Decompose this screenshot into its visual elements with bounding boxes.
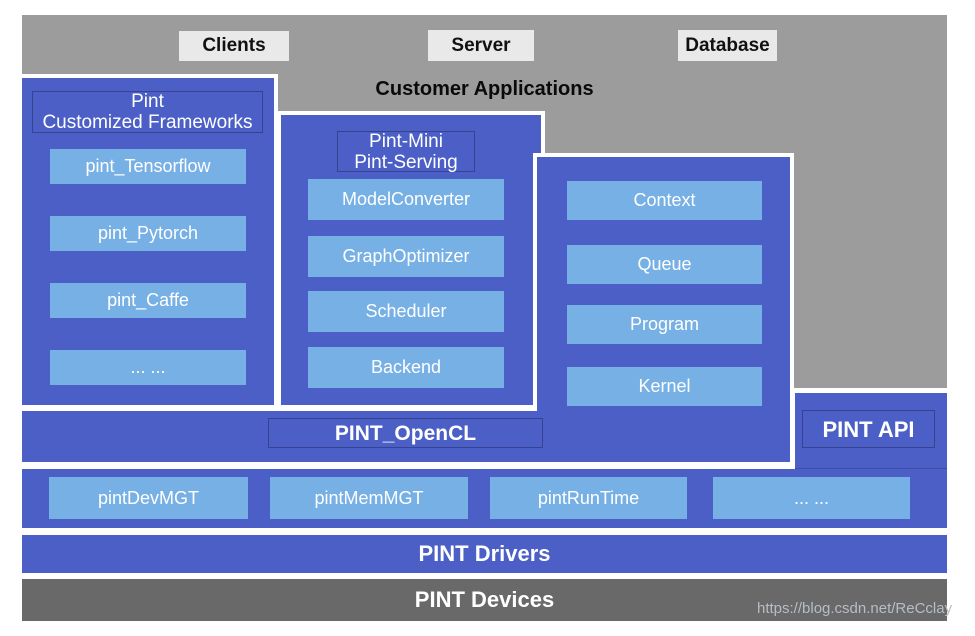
- pint-opencl-label: PINT_OpenCL: [268, 418, 543, 448]
- pint-mini-title-line1: Pint-Mini: [369, 130, 443, 152]
- pint-devices-bar: PINT Devices: [22, 579, 947, 621]
- driver-item-memmgt: pintMemMGT: [270, 477, 468, 519]
- frameworks-panel-title: Pint Customized Frameworks: [32, 91, 263, 133]
- mini-item-scheduler: Scheduler: [308, 291, 504, 332]
- mini-item-modelconverter: ModelConverter: [308, 179, 504, 220]
- framework-item-pytorch: pint_Pytorch: [50, 216, 246, 251]
- object-item-program: Program: [567, 305, 762, 344]
- frameworks-panel: Pint Customized Frameworks pint_Tensorfl…: [18, 74, 278, 409]
- watermark-url: https://blog.csdn.net/ReCclay: [757, 600, 953, 617]
- database-label: Database: [678, 30, 777, 61]
- driver-components-row: pintDevMGT pintMemMGT pintRunTime ... ..…: [22, 469, 947, 528]
- customer-applications-caption: Customer Applications: [375, 78, 594, 100]
- driver-item-runtime: pintRunTime: [490, 477, 687, 519]
- mini-item-graphoptimizer: GraphOptimizer: [308, 236, 504, 277]
- driver-item-more: ... ...: [713, 477, 910, 519]
- pint-api-box: PINT API: [795, 393, 947, 469]
- framework-item-more: ... ...: [50, 350, 246, 385]
- pint-opencl-bar: PINT_OpenCL: [22, 411, 790, 462]
- frameworks-title-line2: Customized Frameworks: [42, 112, 253, 133]
- pint-mini-panel-title: Pint-Mini Pint-Serving: [337, 130, 475, 173]
- opencl-objects-panel: Context Queue Program Kernel: [533, 153, 794, 462]
- object-item-kernel: Kernel: [567, 367, 762, 406]
- framework-item-tensorflow: pint_Tensorflow: [50, 149, 246, 184]
- pint-mini-title-line2: Pint-Serving: [354, 151, 458, 173]
- object-item-context: Context: [567, 181, 762, 220]
- pint-api-label: PINT API: [802, 410, 935, 448]
- driver-item-devmgt: pintDevMGT: [49, 477, 248, 519]
- clients-label: Clients: [179, 31, 289, 61]
- server-label: Server: [428, 30, 534, 61]
- frameworks-title-line1: Pint: [131, 91, 164, 112]
- pint-mini-panel: Pint-Mini Pint-Serving ModelConverter Gr…: [277, 111, 545, 409]
- pint-drivers-bar: PINT Drivers: [22, 535, 947, 573]
- framework-item-caffe: pint_Caffe: [50, 283, 246, 318]
- mini-item-backend: Backend: [308, 347, 504, 388]
- object-item-queue: Queue: [567, 245, 762, 284]
